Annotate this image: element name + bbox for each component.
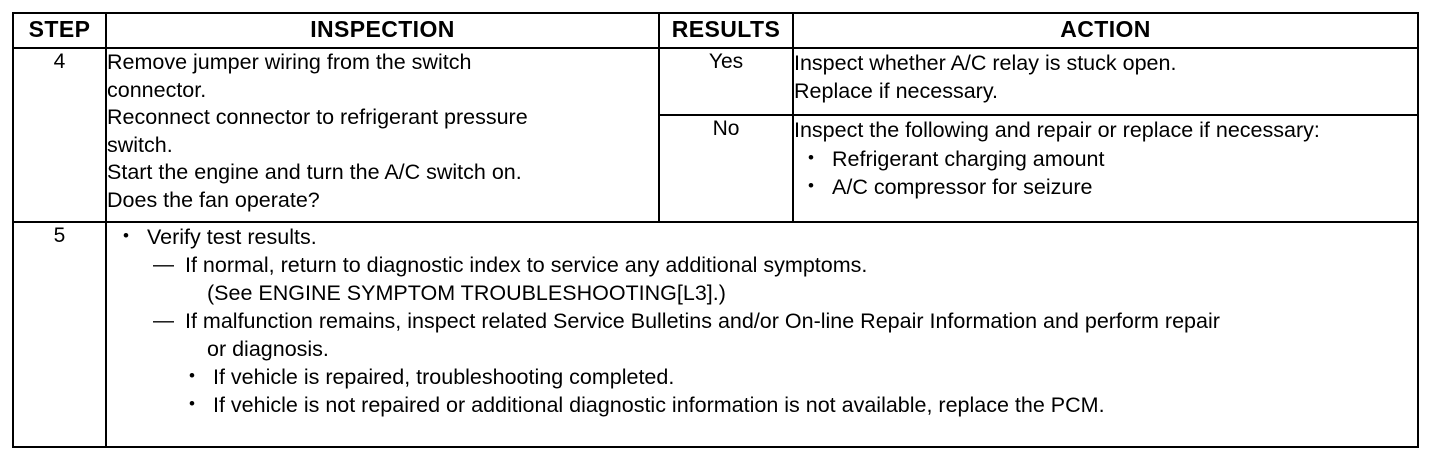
table-header-row: STEP INSPECTION RESULTS ACTION <box>12 12 1419 49</box>
cell-step-number: 4 <box>12 47 107 223</box>
inspection-line: Remove jumper wiring from the switch <box>107 50 472 74</box>
table-row: No Inspect the following and repair or r… <box>13 114 1419 223</box>
action-line: Inspect the following and repair or repl… <box>794 118 1320 142</box>
list-item: Verify test results. <box>107 222 1417 251</box>
inspection-line: Start the engine and turn the A/C switch… <box>107 160 522 184</box>
list-item-continuation: or diagnosis. <box>207 337 329 361</box>
list-item: Refrigerant charging amount <box>794 144 1417 173</box>
action-bullet-list: Refrigerant charging amount A/C compress… <box>794 144 1417 201</box>
table-row: 5 Verify test results. If normal, return… <box>12 221 1419 448</box>
inspection-line: Does the fan operate? <box>107 187 320 212</box>
cell-step-number: 5 <box>12 221 107 448</box>
cell-step5-content: Verify test results. If normal, return t… <box>105 221 1419 448</box>
column-header-action: ACTION <box>792 12 1419 49</box>
list-item: A/C compressor for seizure <box>794 172 1417 201</box>
cell-result-yes: Yes <box>658 47 794 116</box>
cell-inspection: Remove jumper wiring from the switch con… <box>105 47 660 223</box>
inspection-line: switch. <box>107 132 173 157</box>
column-header-results: RESULTS <box>658 12 794 49</box>
inspection-line: Reconnect connector to refrigerant press… <box>107 105 528 129</box>
cell-action-no: Inspect the following and repair or repl… <box>792 114 1419 223</box>
troubleshooting-table: STEP INSPECTION RESULTS ACTION 4 Remove … <box>12 12 1419 448</box>
cell-action-yes: Inspect whether A/C relay is stuck open.… <box>792 47 1419 116</box>
cell-result-no: No <box>658 114 794 223</box>
list-item: If vehicle is repaired, troubleshooting … <box>107 362 1417 391</box>
list-item: If malfunction remains, inspect related … <box>107 307 1417 335</box>
action-line: Replace if necessary. <box>794 79 998 103</box>
action-line: Inspect whether A/C relay is stuck open. <box>794 51 1177 75</box>
list-item-continuation: (See ENGINE SYMPTOM TROUBLESHOOTING[L3].… <box>207 281 726 305</box>
list-item: If normal, return to diagnostic index to… <box>107 251 1417 279</box>
column-header-inspection: INSPECTION <box>105 12 660 49</box>
table-row: 4 Remove jumper wiring from the switch c… <box>12 47 1419 223</box>
list-item: If vehicle is not repaired or additional… <box>107 390 1417 419</box>
column-header-step: STEP <box>12 12 107 49</box>
inspection-line: connector. <box>107 77 207 102</box>
